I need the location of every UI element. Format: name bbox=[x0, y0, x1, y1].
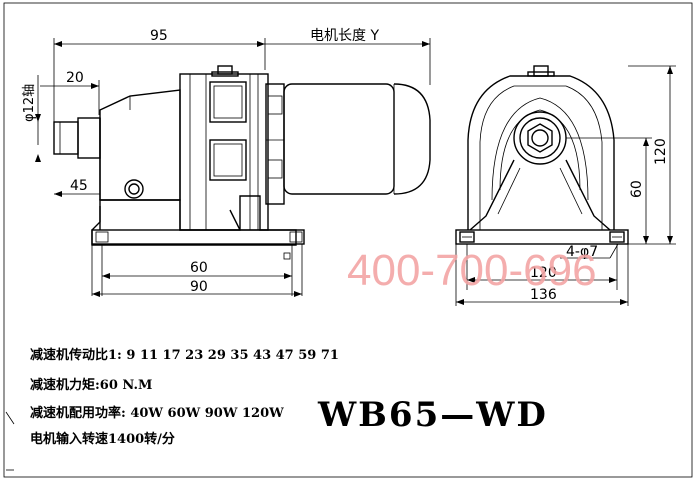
dim-shaft-diameter: φ12轴 bbox=[22, 84, 37, 122]
dim-45: 45 bbox=[70, 178, 88, 194]
side-view bbox=[35, 38, 431, 297]
dim-holes: 4-φ7 bbox=[566, 244, 598, 260]
dim-136-width: 136 bbox=[530, 287, 557, 303]
model-title: WB65—WD bbox=[317, 395, 548, 435]
dim-60-center: 60 bbox=[629, 180, 645, 198]
spec-power: 减速机配用功率: 40W 60W 90W 120W bbox=[30, 405, 284, 421]
dim-95: 95 bbox=[150, 28, 168, 44]
dim-motor-length: 电机长度 Y bbox=[310, 28, 379, 44]
phone-watermark: 400-700-696 bbox=[347, 246, 597, 295]
dim-20: 20 bbox=[66, 70, 84, 86]
spec-input-speed: 电机输入转速1400转/分 bbox=[30, 431, 175, 447]
drawing-border bbox=[3, 2, 693, 478]
spec-torque: 减速机力矩:60 N.M bbox=[30, 377, 152, 393]
spec-ratio: 减速机传动比1: 9 11 17 23 29 35 43 47 59 71 bbox=[30, 347, 339, 363]
end-view bbox=[455, 65, 676, 306]
dim-90-base: 90 bbox=[190, 279, 208, 295]
dim-120-width: 120 bbox=[530, 265, 557, 281]
dim-60-base: 60 bbox=[190, 260, 208, 276]
dim-120-height: 120 bbox=[653, 138, 669, 165]
